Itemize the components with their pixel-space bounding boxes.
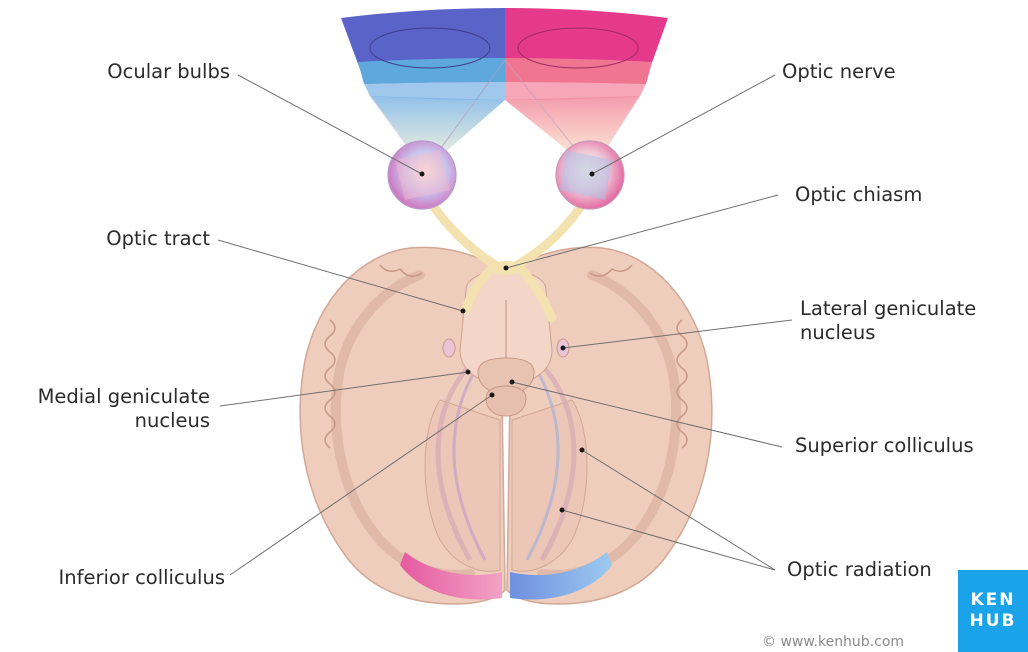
logo-line-1: KEN xyxy=(970,590,1015,611)
label-optic-tract: Optic tract xyxy=(40,227,210,251)
kenhub-logo: KEN HUB xyxy=(958,570,1028,652)
label-optic-nerve: Optic nerve xyxy=(782,60,896,84)
label-medial-geniculate-nucleus: Medial geniculate nucleus xyxy=(0,385,210,433)
label-optic-radiation: Optic radiation xyxy=(787,558,932,582)
label-optic-chiasm: Optic chiasm xyxy=(795,183,922,207)
visual-field xyxy=(341,8,668,100)
logo-line-2: HUB xyxy=(970,611,1017,632)
label-superior-colliculus: Superior colliculus xyxy=(795,434,974,458)
label-lateral-geniculate-nucleus: Lateral geniculate nucleus xyxy=(800,297,976,345)
credit-text: © www.kenhub.com xyxy=(762,634,904,650)
brain xyxy=(300,247,712,604)
label-ocular-bulbs: Ocular bulbs xyxy=(70,60,230,84)
label-inferior-colliculus: Inferior colliculus xyxy=(0,566,225,590)
